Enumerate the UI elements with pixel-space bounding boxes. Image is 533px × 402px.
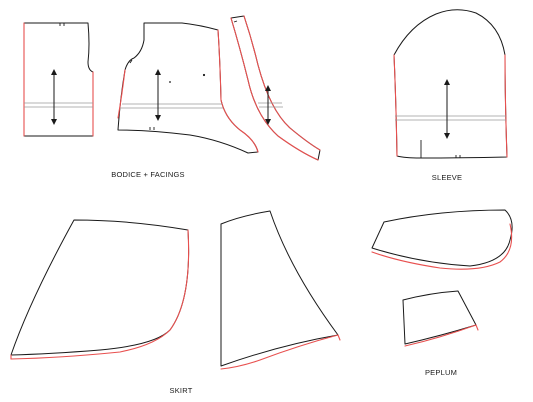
skirt-front-piece — [10, 219, 190, 360]
peplum-lower-piece — [402, 290, 479, 347]
bodice-back-piece — [23, 22, 94, 137]
label-skirt: SKIRT — [169, 386, 193, 395]
facing-piece — [230, 15, 321, 161]
sleeve-piece — [393, 9, 508, 159]
label-bodice-facings: BODICE + FACINGS — [111, 170, 185, 179]
skirt-back-piece — [220, 210, 341, 370]
label-peplum: PEPLUM — [424, 368, 458, 377]
peplum-upper-piece — [371, 209, 513, 270]
label-sleeve: SLEEVE — [431, 173, 463, 182]
bodice-front-piece — [117, 22, 259, 154]
